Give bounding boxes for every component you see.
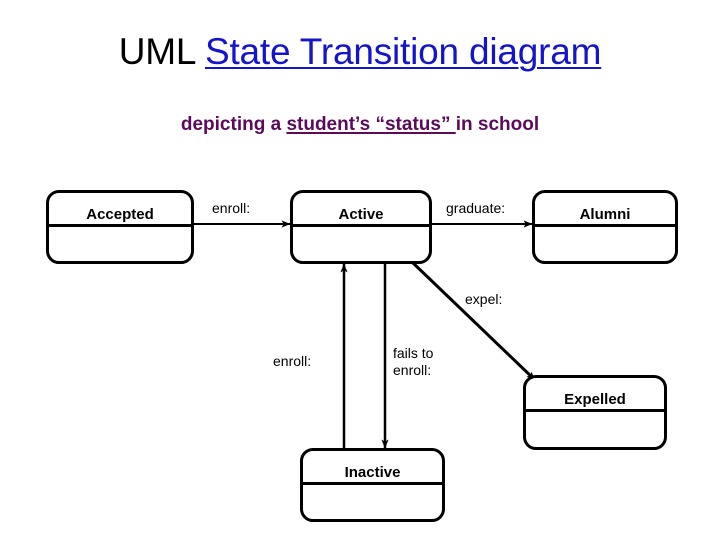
state-divider-active — [293, 224, 429, 227]
page-title-prefix: UML — [118, 31, 205, 72]
state-box-accepted[interactable]: Accepted — [46, 190, 194, 264]
page-title: UML State Transition diagram — [0, 30, 720, 74]
transition-label-fails-to-enroll: fails to enroll: — [393, 345, 434, 378]
state-label-active: Active — [338, 206, 384, 223]
transition-label-graduate: graduate: — [446, 200, 506, 216]
state-label-expelled: Expelled — [564, 391, 626, 408]
state-divider-expelled — [526, 409, 664, 412]
state-box-expelled[interactable]: Expelled — [523, 375, 667, 450]
transition-label-enroll-inactive-active: enroll: — [273, 353, 312, 369]
state-box-active[interactable]: Active — [290, 190, 432, 264]
page-subtitle: depicting a student’s “status” in school — [0, 112, 720, 138]
state-label-accepted: Accepted — [86, 206, 154, 223]
transition-arrow-expel — [410, 260, 537, 382]
page-subtitle-emphasis: student’s “status” — [286, 114, 456, 135]
state-divider-alumni — [535, 224, 675, 227]
state-divider-inactive — [303, 482, 442, 485]
page-subtitle-suffix: in school — [455, 114, 540, 135]
state-box-inactive[interactable]: Inactive — [300, 448, 445, 522]
transition-label-enroll-accepted-active: enroll: — [212, 200, 251, 216]
page-subtitle-prefix: depicting a — [180, 114, 287, 135]
state-label-inactive: Inactive — [344, 464, 401, 481]
transition-label-expel: expel: — [465, 291, 503, 307]
page-title-emphasis: State Transition diagram — [204, 31, 602, 72]
state-box-alumni[interactable]: Alumni — [532, 190, 678, 264]
state-label-alumni: Alumni — [579, 206, 631, 223]
state-divider-accepted — [49, 224, 191, 227]
